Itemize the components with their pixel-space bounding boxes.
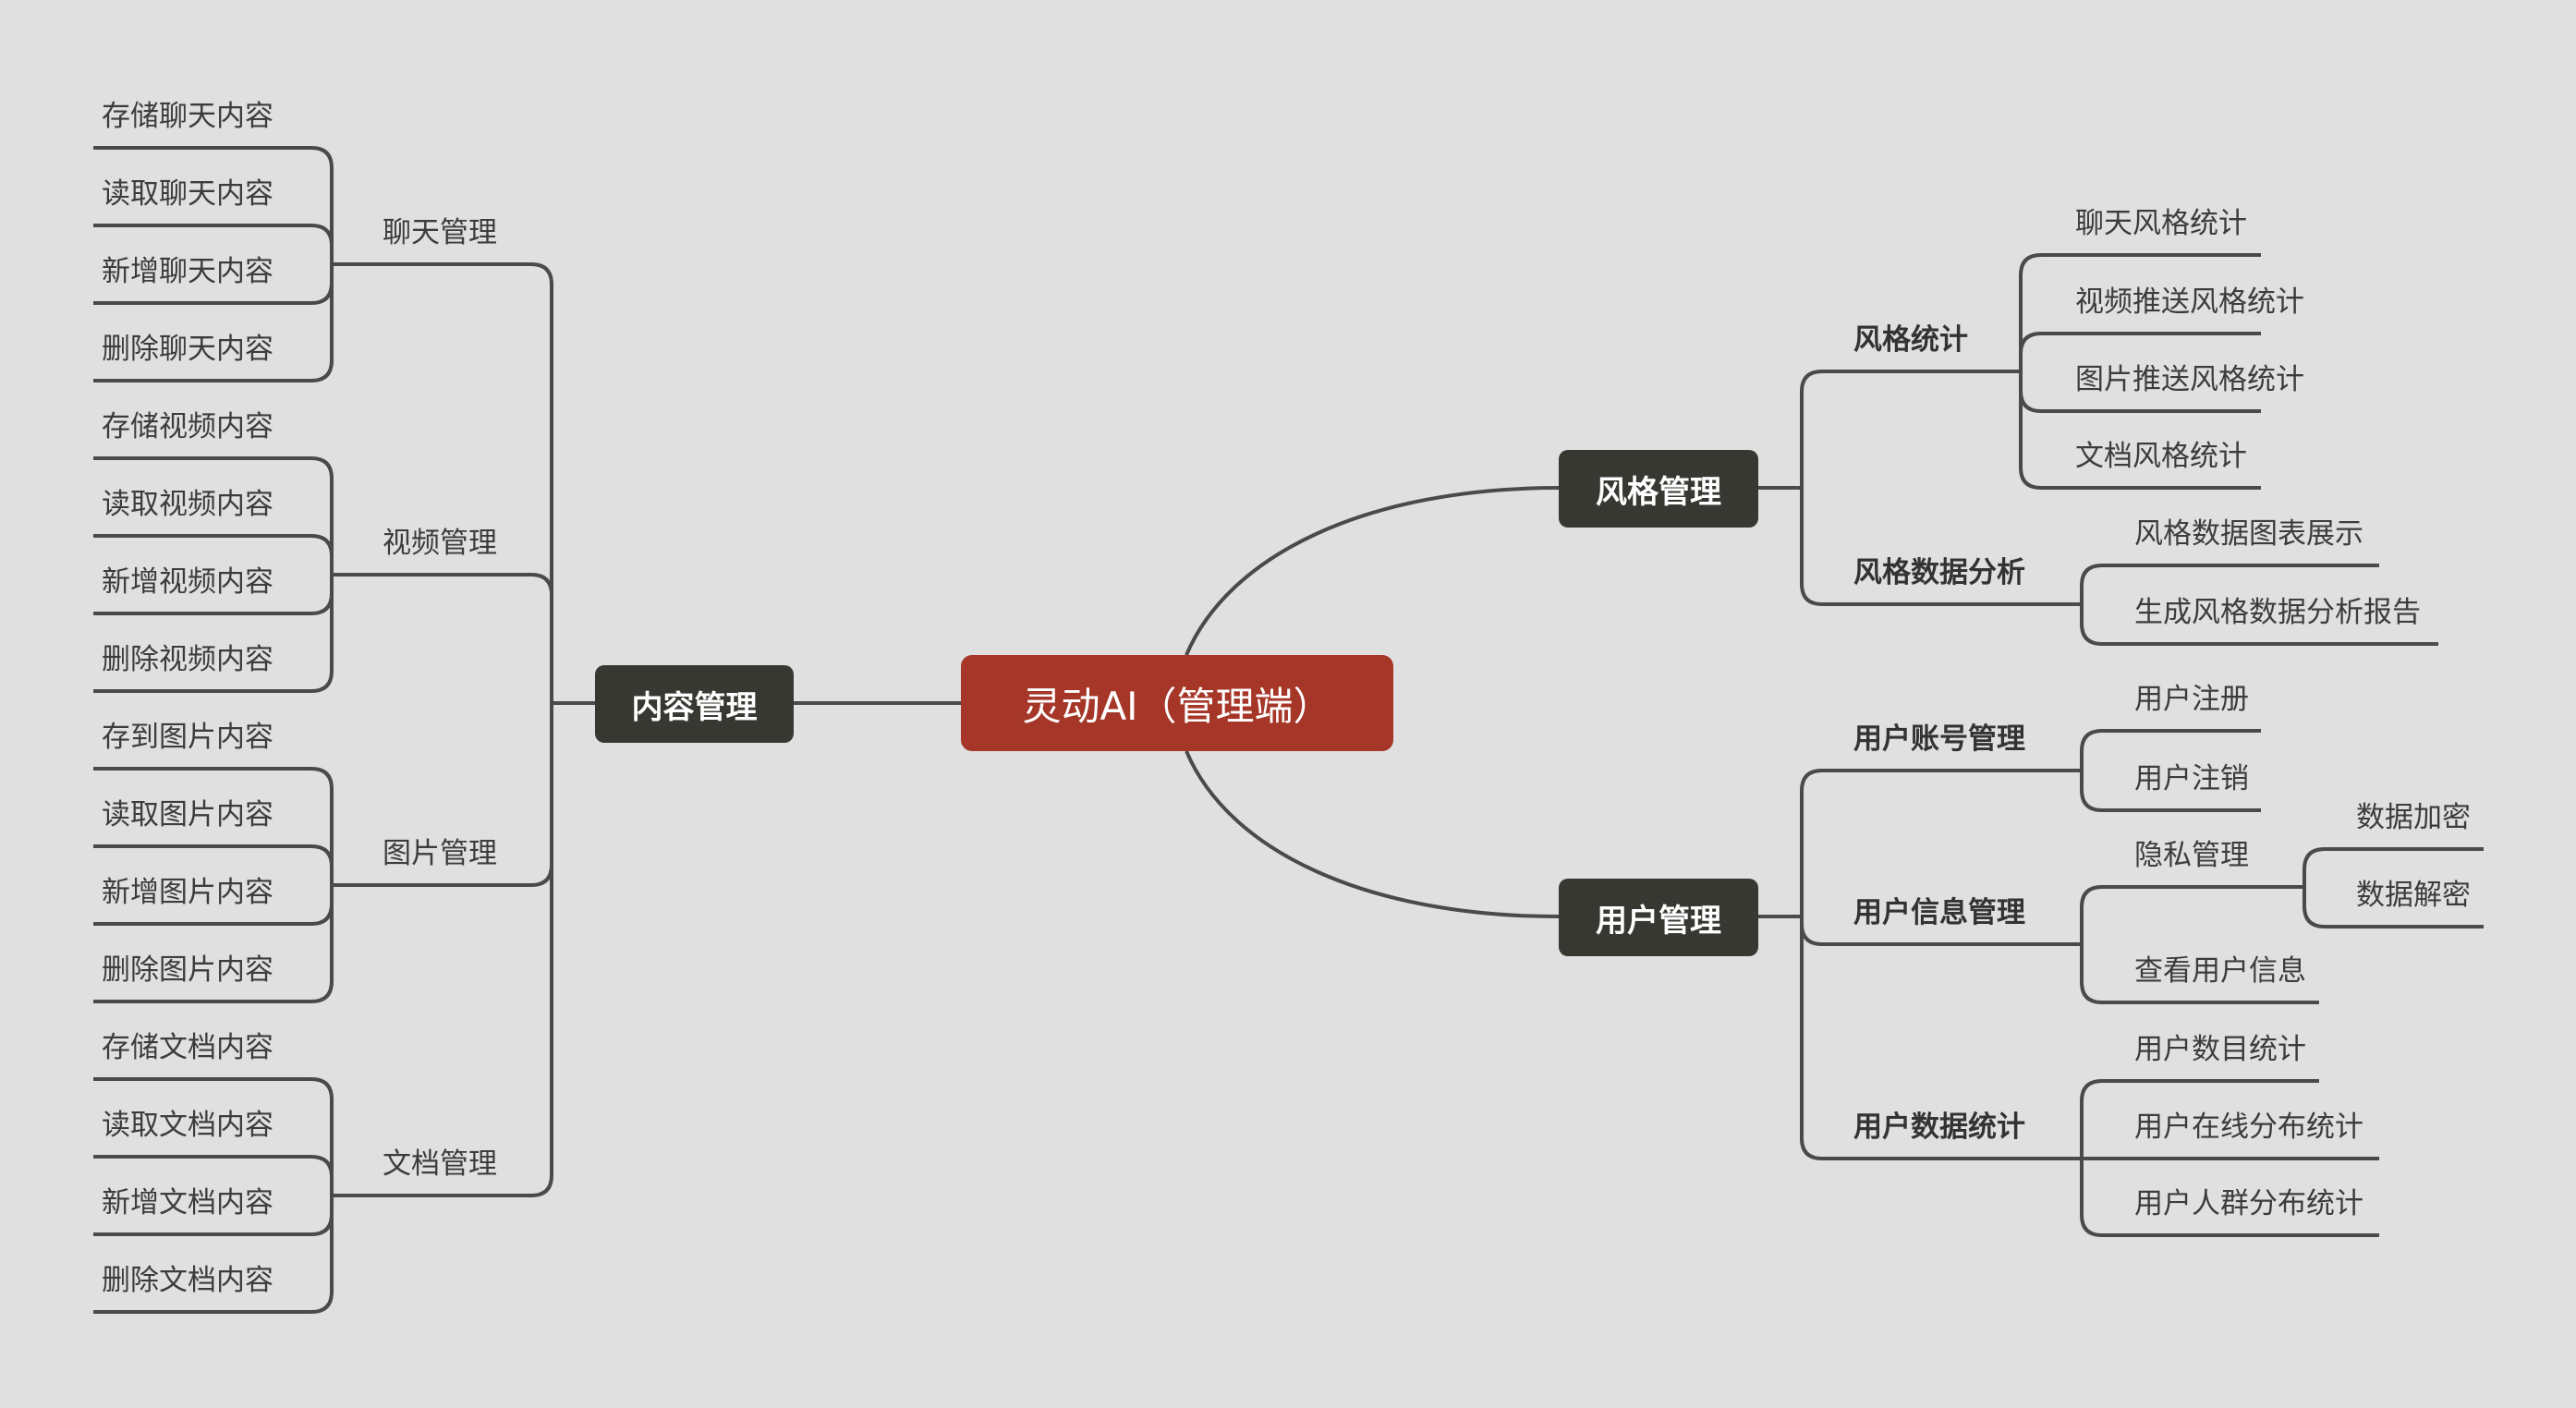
leaf[interactable]: 删除视频内容: [102, 643, 273, 676]
leaf[interactable]: 风格数据图表展示: [2134, 517, 2363, 551]
connector: [93, 1077, 334, 1196]
leaf[interactable]: 读取图片内容: [102, 798, 273, 831]
connector: [2303, 887, 2484, 929]
topic-doc-management[interactable]: 文档管理: [383, 1147, 497, 1181]
connector: [1800, 488, 2082, 606]
connector: [93, 456, 334, 575]
root-node[interactable]: 灵动AI（管理端）: [961, 655, 1393, 751]
leaf[interactable]: 新增视频内容: [102, 565, 273, 599]
connector: [93, 844, 334, 885]
leaf[interactable]: 读取文档内容: [102, 1109, 273, 1142]
connector: [93, 575, 334, 693]
leaf[interactable]: 新增聊天内容: [102, 255, 273, 288]
topic-user-info[interactable]: 用户信息管理: [1853, 896, 2025, 929]
leaf[interactable]: 数据解密: [2356, 879, 2471, 912]
leaf[interactable]: 存储视频内容: [102, 410, 273, 443]
leaf[interactable]: 读取聊天内容: [102, 177, 273, 211]
leaf[interactable]: 用户在线分布统计: [2134, 1111, 2363, 1144]
leaf[interactable]: 删除聊天内容: [102, 333, 273, 366]
topic-privacy[interactable]: 隐私管理: [2134, 839, 2249, 872]
connector: [1800, 916, 2082, 1160]
connector: [2303, 847, 2484, 887]
connector: [93, 767, 334, 885]
connector: [93, 534, 334, 575]
connector: [332, 703, 553, 1197]
topic-user-stats[interactable]: 用户数据统计: [1853, 1111, 2025, 1144]
leaf[interactable]: 新增文档内容: [102, 1186, 273, 1220]
leaf[interactable]: 存到图片内容: [102, 721, 273, 754]
connector: [332, 573, 553, 703]
leaf[interactable]: 读取视频内容: [102, 488, 273, 521]
connector: [93, 885, 334, 1003]
topic-style-stats[interactable]: 风格统计: [1853, 323, 1968, 357]
leaf[interactable]: 用户数目统计: [2134, 1033, 2306, 1066]
leaf[interactable]: 视频推送风格统计: [2075, 285, 2304, 319]
leaf[interactable]: 新增图片内容: [102, 876, 273, 909]
leaf[interactable]: 查看用户信息: [2134, 954, 2306, 988]
topic-chat-management[interactable]: 聊天管理: [383, 216, 497, 249]
connector: [93, 146, 334, 264]
topic-video-management[interactable]: 视频管理: [383, 527, 497, 560]
connector: [332, 262, 553, 703]
connector: [2080, 604, 2438, 646]
connector: [2080, 729, 2261, 771]
leaf[interactable]: 数据加密: [2356, 801, 2471, 834]
leaf[interactable]: 删除文档内容: [102, 1264, 273, 1297]
leaf[interactable]: 文档风格统计: [2075, 440, 2247, 473]
connector: [93, 1196, 334, 1314]
leaf[interactable]: 聊天风格统计: [2075, 207, 2247, 240]
connector: [2080, 944, 2319, 1004]
topic-image-management[interactable]: 图片管理: [383, 837, 497, 870]
connector: [2019, 332, 2261, 371]
connector: [93, 264, 334, 382]
leaf[interactable]: 删除图片内容: [102, 953, 273, 987]
connector: [93, 1155, 334, 1196]
leaf[interactable]: 用户注销: [2134, 762, 2249, 795]
connector: [93, 224, 334, 264]
leaf[interactable]: 用户注册: [2134, 683, 2249, 716]
connector: [1800, 769, 2082, 916]
leaf[interactable]: 用户人群分布统计: [2134, 1187, 2363, 1220]
connector: [1800, 370, 2021, 488]
connector: [2080, 1159, 2379, 1237]
leaf[interactable]: 存储聊天内容: [102, 100, 273, 133]
node-content-management[interactable]: 内容管理: [595, 665, 794, 743]
connector: [1185, 486, 1560, 656]
topic-user-account[interactable]: 用户账号管理: [1853, 722, 2025, 756]
connector: [2080, 1079, 2319, 1159]
connector: [2080, 771, 2261, 812]
node-user-management[interactable]: 用户管理: [1559, 879, 1758, 956]
connector: [2080, 564, 2379, 604]
connector: [2019, 253, 2261, 371]
node-style-management[interactable]: 风格管理: [1559, 450, 1758, 528]
connector: [2080, 885, 2304, 944]
connector: [1185, 750, 1560, 918]
connector: [2019, 371, 2261, 490]
leaf[interactable]: 生成风格数据分析报告: [2134, 596, 2421, 629]
topic-style-analysis[interactable]: 风格数据分析: [1853, 556, 2025, 589]
leaf[interactable]: 存储文档内容: [102, 1031, 273, 1064]
leaf[interactable]: 图片推送风格统计: [2075, 363, 2304, 396]
